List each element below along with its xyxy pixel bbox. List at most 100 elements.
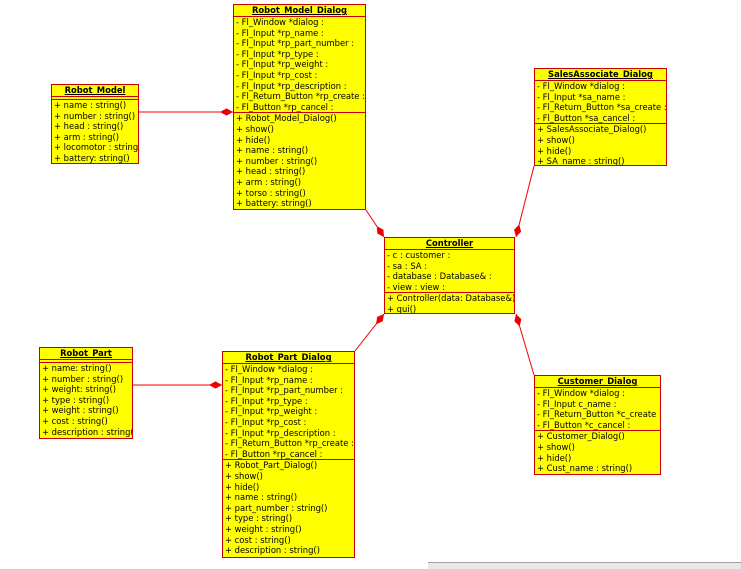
attribute-line: - Fl_Input c_name :: [537, 398, 617, 409]
operation-line: + gui(): [387, 303, 417, 314]
attribute-line: - Fl_Window *dialog :: [537, 388, 625, 398]
attributes: - c : customer :- sa : SA :- database : …: [385, 250, 514, 294]
class-name: Customer_Dialog: [535, 376, 660, 388]
operations: + Controller(data: Database&)()+ gui(): [385, 293, 515, 314]
class-name: Robot_Part_Dialog: [223, 352, 354, 364]
class-sales-associate-dialog[interactable]: SalesAssociate_Dialog - Fl_Window *dialo…: [534, 68, 667, 166]
attribute-line: - Fl_Button *sa_cancel :: [537, 112, 636, 123]
class-name: SalesAssociate_Dialog: [535, 69, 666, 81]
operation-line: + name : string(): [225, 492, 298, 503]
operation-line: + hide(): [537, 145, 572, 156]
class-controller[interactable]: Controller - c : customer :- sa : SA :- …: [384, 237, 515, 314]
operations: + SalesAssociate_Dialog()+ show()+ hide(…: [535, 124, 666, 166]
operation-line: + description : string(): [225, 545, 320, 556]
operation-line: + battery: string(): [236, 198, 312, 209]
operation-line: + Customer_Dialog(): [537, 431, 625, 442]
operation-line: + locomotor : string(): [54, 142, 139, 153]
attribute-line: - Fl_Return_Button *c_create :: [537, 409, 661, 420]
horizontal-scrollbar[interactable]: [428, 562, 741, 569]
composition-diamond: [376, 314, 384, 325]
attribute-line: - sa : SA :: [387, 260, 428, 271]
operation-line: + Cust_name : string(): [537, 463, 633, 474]
attribute-line: - Fl_Input *rp_part_number :: [236, 38, 355, 49]
operations: + Robot_Model_Dialog()+ show()+ hide()+ …: [234, 113, 365, 208]
class-robot-part-dialog[interactable]: Robot_Part_Dialog - Fl_Window *dialog :-…: [222, 351, 355, 558]
operation-line: + weight : string(): [42, 405, 119, 416]
attributes: - Fl_Window *dialog :- Fl_Input *rp_name…: [234, 17, 365, 114]
attribute-line: - Fl_Button *rp_cancel :: [236, 101, 334, 112]
attributes: - Fl_Window *dialog :- Fl_Input c_name :…: [535, 388, 661, 432]
composition-diamond: [376, 226, 384, 237]
operation-line: + show(): [537, 441, 575, 452]
operation-line: + head : string(): [54, 121, 124, 132]
class-name: Robot_Part: [40, 348, 132, 360]
operation-line: + Robot_Model_Dialog(): [236, 113, 337, 124]
attribute-line: - Fl_Input *rp_cost :: [236, 69, 318, 80]
operation-line: + name: string(): [42, 363, 112, 373]
operation-line: + torso : string(): [236, 187, 306, 198]
composition-diamond: [220, 108, 233, 116]
operation-line: + hide(): [236, 134, 271, 145]
attribute-line: - c : customer :: [387, 250, 451, 260]
operation-line: + hide(): [225, 481, 260, 492]
operation-line: + show(): [537, 134, 575, 145]
operation-line: + name : string(): [236, 145, 309, 156]
operation-line: + part_number : string(): [225, 502, 328, 513]
operation-line: + cost : string(): [42, 415, 108, 426]
class-robot-model[interactable]: Robot_Model + name : string()+ number : …: [51, 84, 139, 164]
operations: + name: string()+ number : string()+ wei…: [40, 363, 132, 437]
operation-line: + show(): [225, 470, 263, 481]
attribute-line: - Fl_Input *rp_description :: [225, 427, 336, 438]
attribute-line: - Fl_Input *rp_weight :: [225, 406, 318, 417]
attributes: - Fl_Window *dialog :- Fl_Input *sa_name…: [535, 81, 667, 125]
operation-line: + head : string(): [236, 166, 306, 177]
attribute-line: - Fl_Input *sa_name :: [537, 91, 626, 102]
operation-line: + SA_name : string(): [537, 156, 625, 166]
operation-line: + type : string(): [42, 394, 110, 405]
composition-diamond: [514, 224, 522, 237]
attribute-line: - Fl_Return_Button *sa_create :: [537, 102, 667, 113]
class-name: Controller: [385, 238, 514, 250]
attribute-line: - Fl_Input *rp_type :: [236, 48, 319, 59]
class-name: Robot_Model_Dialog: [234, 5, 365, 17]
operations: + Robot_Part_Dialog()+ show()+ hide()+ n…: [223, 460, 354, 555]
class-robot-part[interactable]: Robot_Part + name: string()+ number : st…: [39, 347, 133, 439]
attribute-line: - Fl_Input *rp_name :: [225, 374, 313, 385]
attribute-line: - Fl_Input *rp_part_number :: [225, 385, 344, 396]
operations: + name : string()+ number : string()+ he…: [52, 100, 139, 163]
attribute-line: - Fl_Window *dialog :: [537, 81, 625, 91]
operation-line: + cost : string(): [225, 534, 291, 545]
attribute-line: - Fl_Input *rp_weight :: [236, 59, 329, 70]
operation-line: + name : string(): [54, 100, 127, 110]
operation-line: + description : string(): [42, 426, 133, 437]
attribute-line: - view : view :: [387, 281, 445, 292]
operation-line: + show(): [236, 123, 274, 134]
operation-line: + weight : string(): [225, 523, 302, 534]
class-customer-dialog[interactable]: Customer_Dialog - Fl_Window *dialog :- F…: [534, 375, 661, 475]
class-robot-model-dialog[interactable]: Robot_Model_Dialog - Fl_Window *dialog :…: [233, 4, 366, 210]
operation-line: + arm : string(): [236, 176, 301, 187]
operation-line: + number : string(): [42, 373, 124, 384]
attribute-line: - Fl_Input *rp_cost :: [225, 416, 307, 427]
operation-line: + Controller(data: Database&)(): [387, 293, 515, 304]
operation-line: + number : string(): [54, 110, 136, 121]
operation-line: + SalesAssociate_Dialog(): [537, 124, 647, 135]
attribute-line: - Fl_Window *dialog :: [225, 364, 313, 374]
attribute-line: - Fl_Button *c_cancel :: [537, 419, 631, 430]
attribute-line: - Fl_Input *rp_description :: [236, 80, 347, 91]
attributes: [52, 97, 138, 100]
attribute-line: - Fl_Input *rp_name :: [236, 27, 324, 38]
attribute-line: - Fl_Window *dialog :: [236, 17, 324, 27]
operation-line: + battery: string(): [54, 152, 130, 163]
attribute-line: - database : Database& :: [387, 271, 492, 282]
attributes: - Fl_Window *dialog :- Fl_Input *rp_name…: [223, 364, 354, 461]
composition-diamond: [514, 314, 522, 327]
attribute-line: - Fl_Return_Button *rp_create :: [236, 91, 365, 102]
attribute-line: - Fl_Input *rp_type :: [225, 395, 308, 406]
operation-line: + hide(): [537, 452, 572, 463]
composition-diamond: [209, 381, 222, 389]
class-name: Robot_Model: [52, 85, 138, 97]
operation-line: + weight: string(): [42, 384, 116, 395]
